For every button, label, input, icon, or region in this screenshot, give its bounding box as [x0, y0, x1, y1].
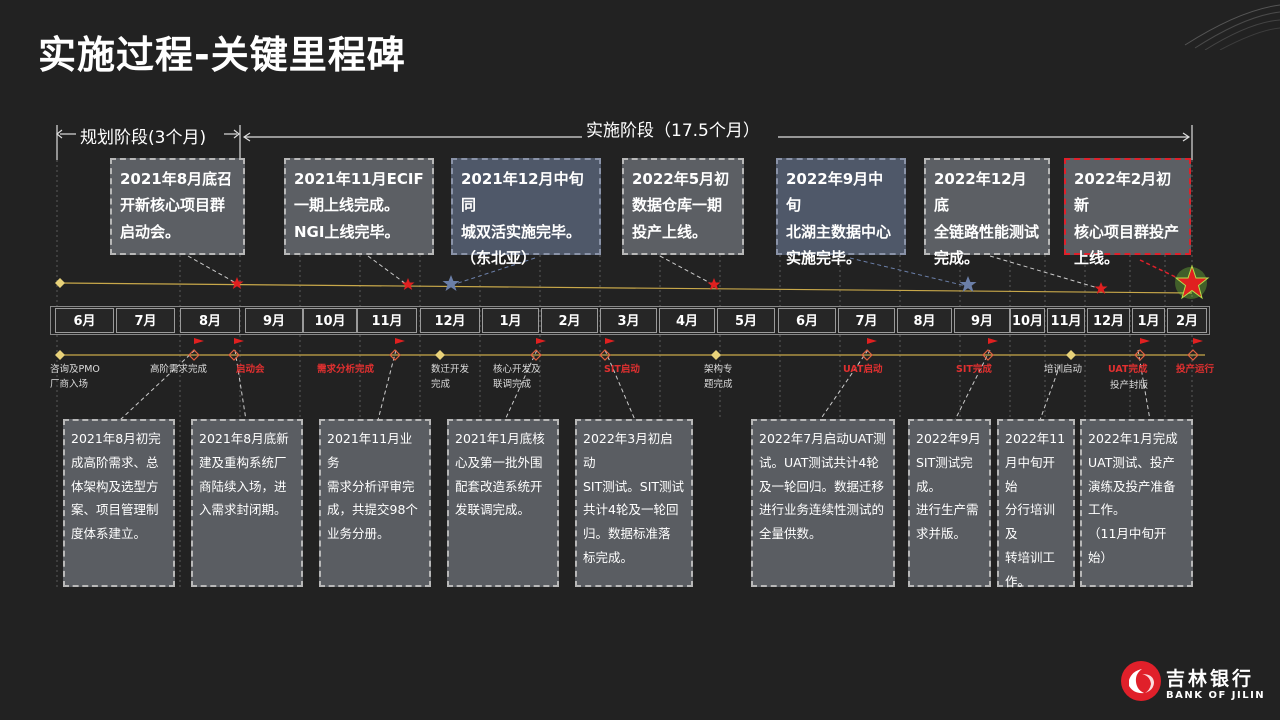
- milestone-label: 培训启动: [1044, 364, 1083, 375]
- milestone-label: SIT完成: [956, 364, 992, 375]
- bottom-milestone-box: 2022年1月完成 UAT测试、投产 演练及投产准备 工作。 （11月中旬开始）: [1080, 419, 1193, 587]
- month-cell: 10月: [1010, 308, 1045, 333]
- milestone-text: 2021年11月ECIF 一期上线完成。 NGI上线完毕。: [294, 170, 424, 241]
- month-cell: 12月: [420, 308, 480, 333]
- diamond-icon: [435, 350, 445, 360]
- top-milestone-box-final: 2022年2月初新 核心项目群投产 上线。: [1064, 158, 1191, 267]
- milestone-text: 2022年9月中旬 北湖主数据中心 实施完毕。: [786, 170, 892, 267]
- milestone-text: 2022年5月初 数据仓库一期 投产上线。: [632, 170, 730, 241]
- bottom-milestone-box: 2021年1月底核 心及第一批外围 配套改造系统开 发联调完成。: [447, 419, 559, 587]
- month-cell: 11月: [1047, 308, 1085, 333]
- milestone-label: 核心开发及 联调完成: [493, 364, 541, 391]
- bank-logo-name: 吉林银行: [1166, 668, 1255, 690]
- milestone-label: 咨询及PMO 厂商入场: [50, 364, 100, 391]
- milestone-label: UAT完成: [1108, 364, 1148, 375]
- bottom-milestone-box: 2022年9月 SIT测试完成。 进行生产需 求并版。: [908, 419, 991, 587]
- milestone-text: 2021年12月中旬同 城双活实施完毕。 （东北亚）: [461, 170, 584, 267]
- milestone-text: 2021年8月初完 成高阶需求、总 体架构及选型方 案、项目管理制 度体系建立。: [71, 431, 161, 541]
- milestone-text: 2022年1月完成 UAT测试、投产 演练及投产准备 工作。 （11月中旬开始）: [1088, 431, 1178, 565]
- milestone-text: 2022年2月初新 核心项目群投产 上线。: [1074, 170, 1180, 267]
- top-milestone-box: 2021年8月底召 开新核心项目群 启动会。: [110, 158, 245, 255]
- milestone-text: 2021年11月业务 需求分析评审完 成，共提交98个 业务分册。: [327, 431, 418, 541]
- flag-icon: [228, 338, 244, 361]
- diamond-icon: [55, 278, 65, 288]
- page-title: 实施过程-关键里程碑: [38, 33, 406, 77]
- bank-logo-icon: [1121, 661, 1161, 701]
- star-icon: [1094, 282, 1108, 294]
- month-cell: 1月: [482, 308, 539, 333]
- flag-icon: [389, 338, 405, 361]
- star-icon: [959, 276, 977, 292]
- bottom-milestone-box: 2021年8月初完 成高阶需求、总 体架构及选型方 案、项目管理制 度体系建立。: [63, 419, 175, 587]
- month-cell: 3月: [600, 308, 657, 333]
- milestone-label: UAT启动: [843, 364, 883, 375]
- milestone-text: 2022年12月底 全链路性能测试 完成。: [934, 170, 1040, 267]
- flag-icon: [861, 338, 877, 361]
- month-cell: 1月: [1132, 308, 1165, 333]
- star-icon: [401, 278, 415, 290]
- month-cell: 2月: [1167, 308, 1207, 333]
- month-cell: 9月: [245, 308, 303, 333]
- month-cell: 4月: [659, 308, 715, 333]
- milestone-text: 2022年7月启动UAT测 试。UAT测试共计4轮 及一轮回归。数据迁移 进行业…: [759, 431, 886, 541]
- month-cell: 10月: [303, 308, 357, 333]
- bottom-milestone-box: 2022年11 月中旬开始 分行培训及 转培训工作。: [997, 419, 1075, 589]
- bottom-milestone-box: 2022年3月初启动 SIT测试。SIT测试 共计4轮及一轮回 归。数据标准落 …: [575, 419, 693, 587]
- milestone-label: 数迁开发 完成: [431, 364, 470, 391]
- diamond-icon: [711, 350, 721, 360]
- milestone-text: 2022年11 月中旬开始 分行培训及 转培训工作。: [1005, 431, 1066, 589]
- flag-icon: [530, 338, 546, 361]
- flag-icon: [188, 338, 204, 361]
- diamond-icon: [55, 350, 65, 360]
- milestone-text: 2021年8月底召 开新核心项目群 启动会。: [120, 170, 233, 241]
- implementation-phase-label: 实施阶段（17.5个月）: [586, 121, 760, 141]
- flag-icon: [1187, 338, 1203, 361]
- month-cell: 7月: [838, 308, 895, 333]
- decorative-swirl-icon: [1184, 4, 1280, 50]
- top-milestone-box: 2022年9月中旬 北湖主数据中心 实施完毕。: [776, 158, 906, 267]
- bottom-milestone-box: 2022年7月启动UAT测 试。UAT测试共计4轮 及一轮回归。数据迁移 进行业…: [751, 419, 895, 587]
- month-cell: 2月: [541, 308, 598, 333]
- planning-phase-label: 规划阶段(3个月): [80, 128, 207, 148]
- milestone-label: 高阶需求完成: [150, 364, 208, 375]
- star-icon: [442, 275, 460, 291]
- flag-icon: [599, 338, 615, 361]
- star-icon: [230, 277, 244, 289]
- milestone-text: 2022年9月 SIT测试完成。 进行生产需 求并版。: [916, 431, 981, 541]
- month-cell: 8月: [180, 308, 240, 333]
- milestone-label: SIT启动: [604, 364, 640, 375]
- milestone-label: 投产运行: [1176, 364, 1215, 375]
- month-cell: 9月: [954, 308, 1010, 333]
- milestone-text: 2022年3月初启动 SIT测试。SIT测试 共计4轮及一轮回 归。数据标准落 …: [583, 431, 685, 565]
- bottom-milestone-box: 2021年8月底新 建及重构系统厂 商陆续入场，进 入需求封闭期。: [191, 419, 303, 587]
- top-milestone-box: 2022年12月底 全链路性能测试 完成。: [924, 158, 1050, 267]
- top-milestone-box: 2021年12月中旬同 城双活实施完毕。 （东北亚）: [451, 158, 601, 267]
- milestone-label: 启动会: [236, 364, 265, 375]
- flag-icon: [1134, 338, 1150, 361]
- flag-icon: [982, 338, 998, 361]
- month-cell: 6月: [778, 308, 836, 333]
- month-cell: 12月: [1087, 308, 1130, 333]
- month-bar: [50, 306, 1210, 335]
- month-cell: 5月: [717, 308, 775, 333]
- milestone-label: 投产封版: [1110, 380, 1149, 391]
- month-cell: 11月: [357, 308, 417, 333]
- bottom-milestone-box: 2021年11月业务 需求分析评审完 成，共提交98个 业务分册。: [319, 419, 431, 587]
- bank-logo-subtitle: BANK OF JILIN: [1166, 690, 1266, 701]
- star-icon: [707, 278, 721, 290]
- milestone-text: 2021年8月底新 建及重构系统厂 商陆续入场，进 入需求封闭期。: [199, 431, 289, 518]
- milestone-label: 需求分析完成: [317, 364, 375, 375]
- month-cell: 8月: [897, 308, 952, 333]
- milestone-text: 2021年1月底核 心及第一批外围 配套改造系统开 发联调完成。: [455, 431, 545, 518]
- milestone-label: 架构专 题完成: [704, 364, 733, 391]
- month-cell: 6月: [55, 308, 114, 333]
- top-milestone-box: 2021年11月ECIF 一期上线完成。 NGI上线完毕。: [284, 158, 434, 255]
- star-icon: [1174, 264, 1210, 300]
- month-cell: 7月: [116, 308, 175, 333]
- diamond-icon: [1066, 350, 1076, 360]
- top-milestone-box: 2022年5月初 数据仓库一期 投产上线。: [622, 158, 744, 255]
